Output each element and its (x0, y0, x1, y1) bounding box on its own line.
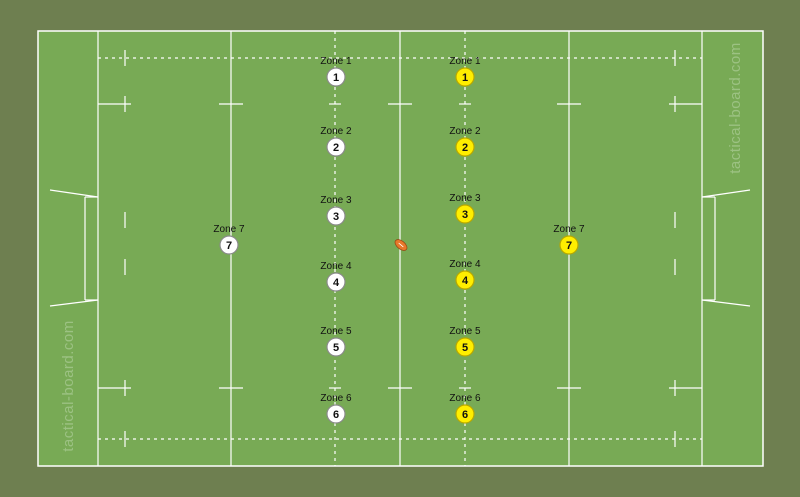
player-white-5[interactable]: Zone 5 5 (320, 326, 352, 357)
player-number: 5 (333, 342, 339, 354)
player-yellow-7[interactable]: Zone 7 7 (553, 224, 585, 255)
player-token[interactable] (326, 404, 346, 424)
player-zone-label: Zone 4 (320, 261, 352, 272)
player-number: 3 (333, 211, 339, 223)
player-yellow-1[interactable]: Zone 1 1 (449, 56, 481, 87)
player-token[interactable] (455, 404, 475, 424)
player-token[interactable] (326, 206, 346, 226)
player-number: 4 (333, 277, 340, 289)
watermark-right: tactical-board.com (727, 42, 744, 174)
rugby-ball-icon[interactable] (393, 237, 409, 252)
player-white-4[interactable]: Zone 4 4 (320, 261, 352, 292)
player-zone-label: Zone 2 (449, 126, 481, 137)
player-zone-label: Zone 2 (320, 126, 352, 137)
player-number: 2 (333, 142, 339, 154)
player-number: 6 (462, 409, 468, 421)
player-zone-label: Zone 7 (213, 224, 245, 235)
player-token[interactable] (559, 235, 579, 255)
player-token[interactable] (455, 337, 475, 357)
player-token[interactable] (326, 137, 346, 157)
player-zone-label: Zone 6 (320, 393, 352, 404)
player-number: 7 (226, 240, 232, 252)
pitch-markings (49, 31, 751, 466)
player-number: 3 (462, 209, 468, 221)
player-yellow-6[interactable]: Zone 6 6 (449, 393, 481, 424)
right-goal-posts (701, 189, 751, 307)
player-token[interactable] (326, 337, 346, 357)
player-white-7[interactable]: Zone 7 7 (213, 224, 245, 255)
player-number: 7 (566, 240, 572, 252)
player-zone-label: Zone 6 (449, 393, 481, 404)
player-token[interactable] (455, 137, 475, 157)
player-zone-label: Zone 3 (449, 193, 481, 204)
player-white-3[interactable]: Zone 3 3 (320, 195, 352, 226)
left-goal-posts (49, 189, 99, 307)
player-zone-label: Zone 5 (320, 326, 352, 337)
player-yellow-5[interactable]: Zone 5 5 (449, 326, 481, 357)
player-white-6[interactable]: Zone 6 6 (320, 393, 352, 424)
player-token[interactable] (455, 270, 475, 290)
player-zone-label: Zone 3 (320, 195, 352, 206)
player-token[interactable] (326, 272, 346, 292)
player-token[interactable] (219, 235, 239, 255)
player-zone-label: Zone 1 (320, 56, 352, 67)
player-token[interactable] (326, 67, 346, 87)
player-number: 1 (462, 72, 468, 84)
player-yellow-2[interactable]: Zone 2 2 (449, 126, 481, 157)
player-number: 5 (462, 342, 468, 354)
player-number: 2 (462, 142, 468, 154)
player-number: 6 (333, 409, 339, 421)
player-token[interactable] (455, 204, 475, 224)
player-zone-label: Zone 5 (449, 326, 481, 337)
player-white-1[interactable]: Zone 1 1 (320, 56, 352, 87)
player-zone-label: Zone 1 (449, 56, 481, 67)
player-zone-label: Zone 4 (449, 259, 481, 270)
player-yellow-3[interactable]: Zone 3 3 (449, 193, 481, 224)
player-white-2[interactable]: Zone 2 2 (320, 126, 352, 157)
player-number: 1 (333, 72, 339, 84)
watermark-left: tactical-board.com (60, 320, 77, 452)
player-number: 4 (462, 275, 469, 287)
player-token[interactable] (455, 67, 475, 87)
player-yellow-4[interactable]: Zone 4 4 (449, 259, 481, 290)
player-zone-label: Zone 7 (553, 224, 585, 235)
